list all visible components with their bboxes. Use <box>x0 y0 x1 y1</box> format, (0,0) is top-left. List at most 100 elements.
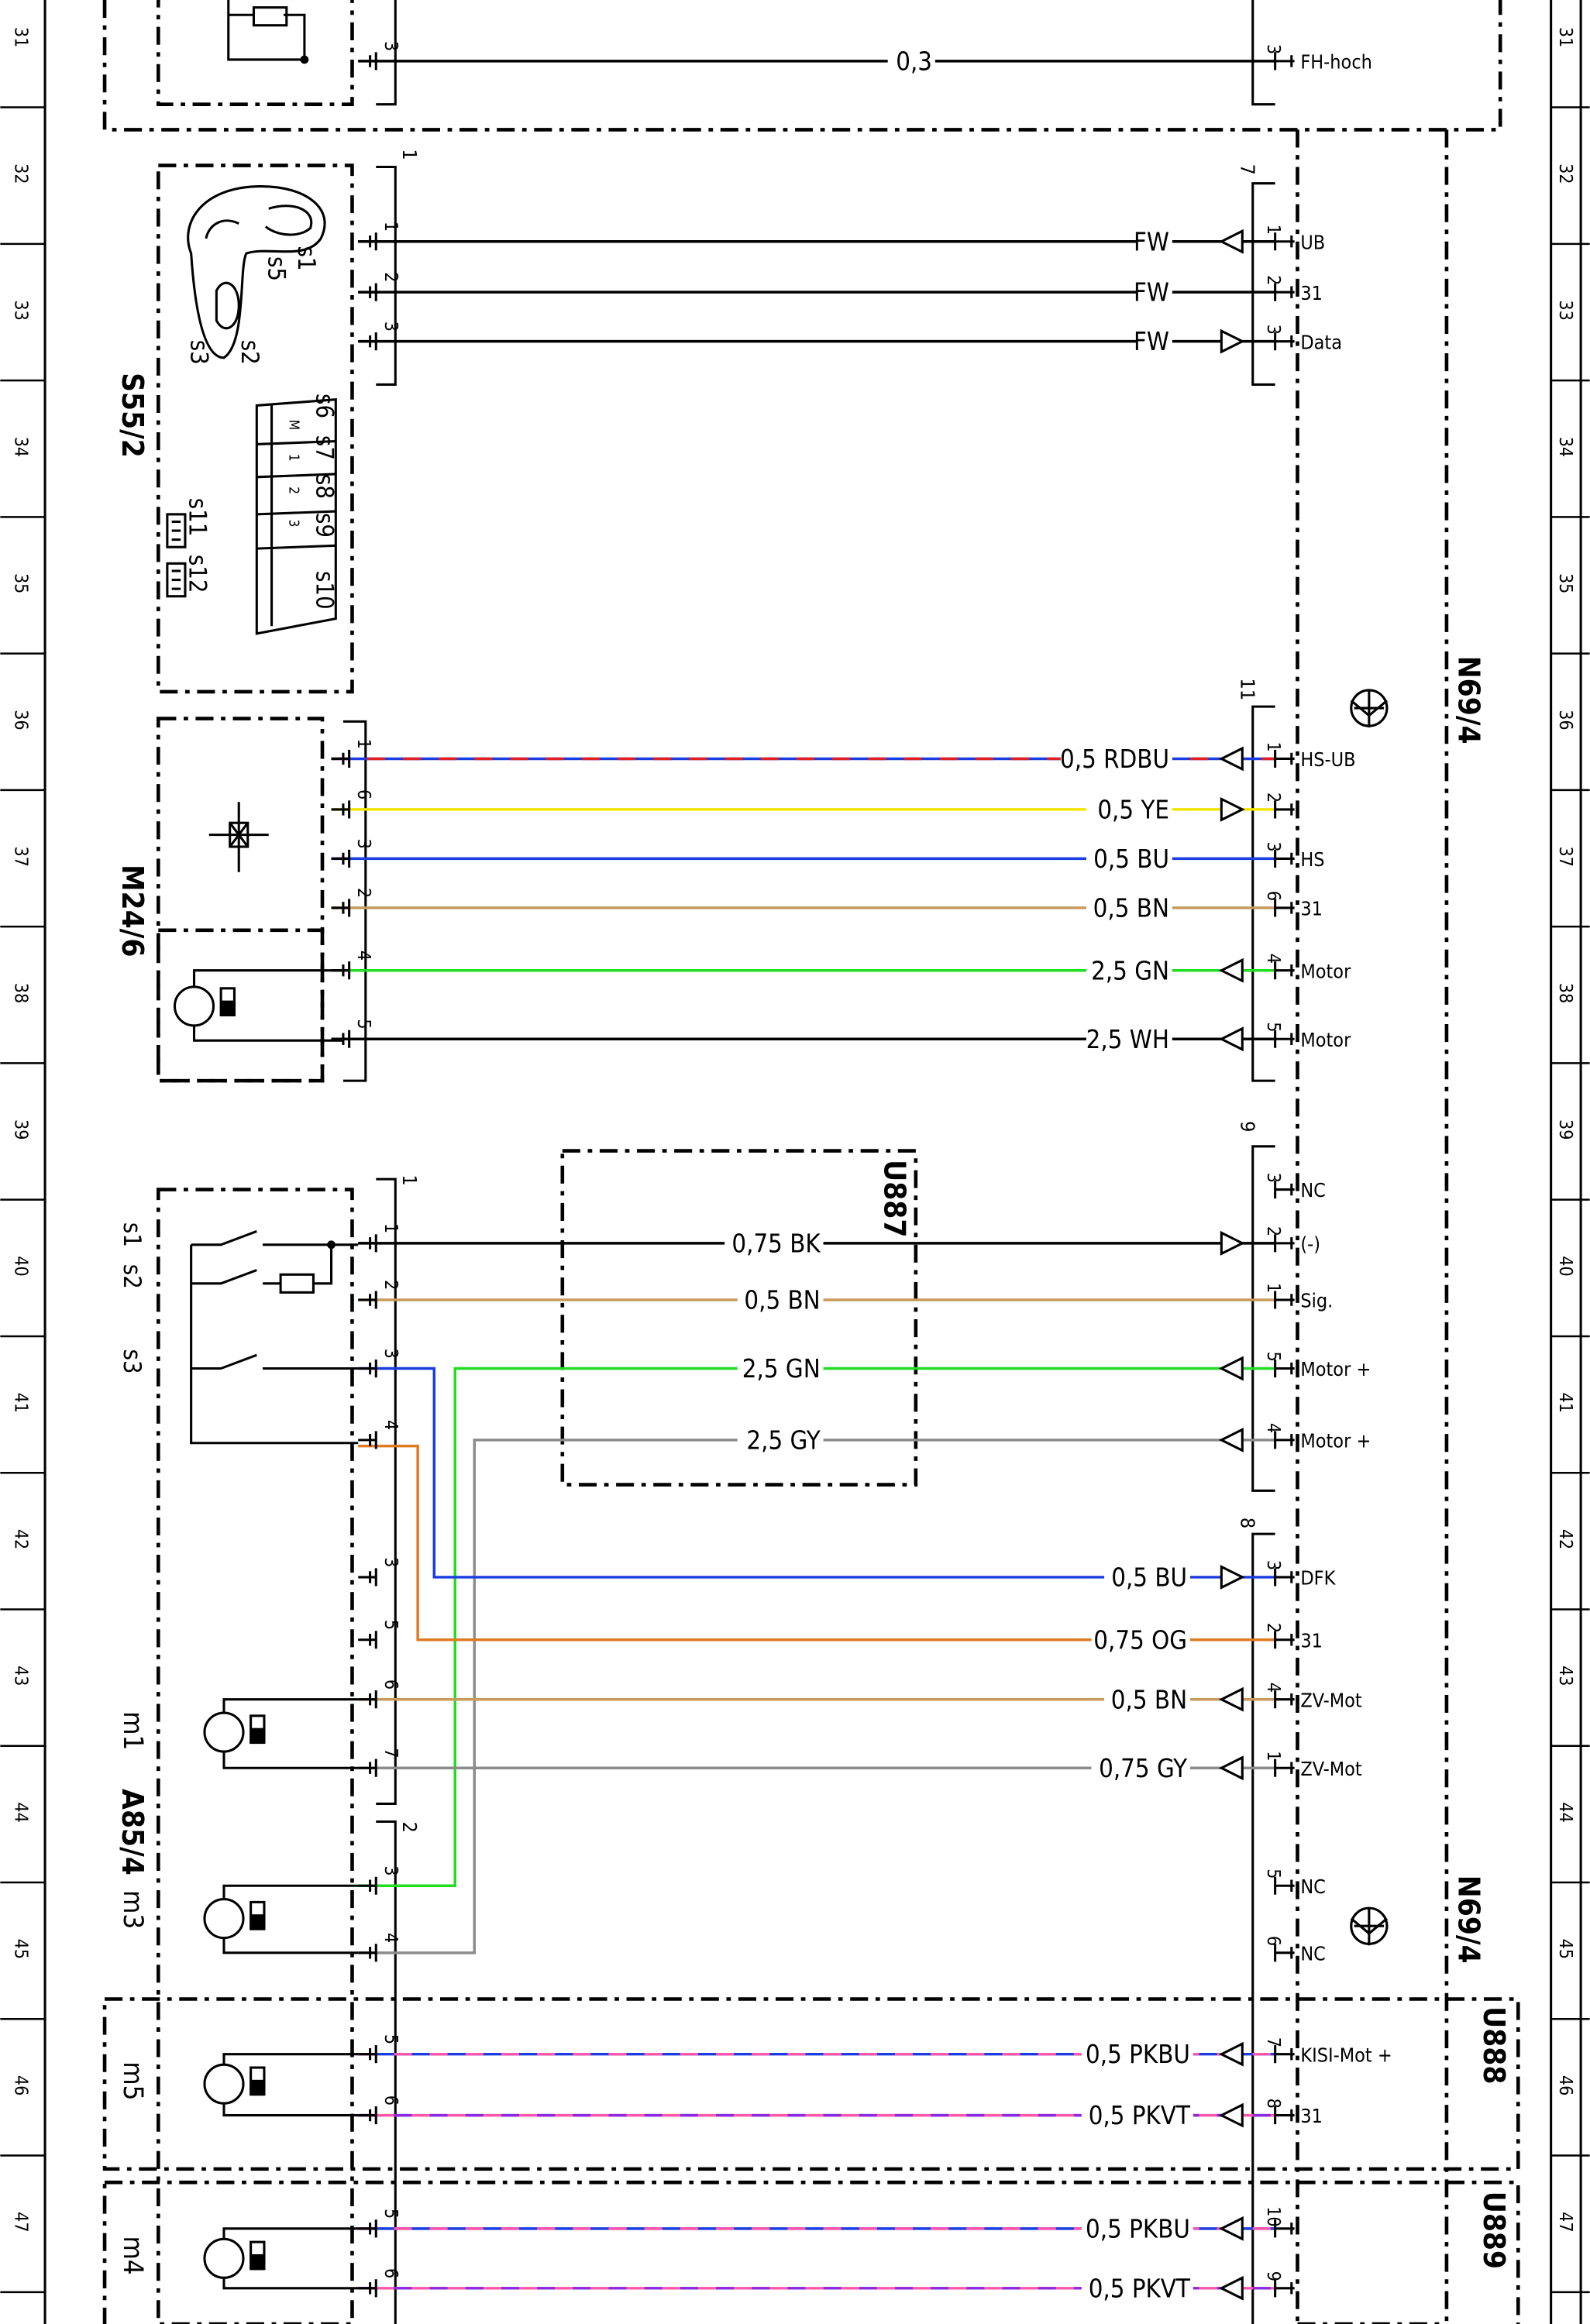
pin-number: 1 <box>1263 1283 1283 1293</box>
pin-number: 1 <box>380 222 401 232</box>
pin-number: 4 <box>353 951 373 961</box>
pin-number: 2 <box>1263 1226 1283 1236</box>
signal-arrow <box>1218 2275 1244 2301</box>
wire-label: 0,5 RDBU <box>1060 744 1169 774</box>
grid-row-label-right: 44 <box>1555 1802 1575 1822</box>
signal-arrow <box>1218 1026 1244 1052</box>
pin-right: 9 <box>1263 2271 1295 2298</box>
signal-name: (-) <box>1300 1232 1320 1255</box>
grid-row-label-right: 37 <box>1555 846 1575 866</box>
grid-row-label-left: 33 <box>11 300 31 320</box>
pin-number: 1 <box>1263 741 1283 751</box>
pin-number: 4 <box>380 1420 401 1430</box>
signal-name: NC <box>1300 1179 1326 1202</box>
motor-m3-icon <box>203 1884 359 1954</box>
pin-number: 2 <box>1263 275 1283 285</box>
pin-number: 2 <box>353 888 373 898</box>
grid-row-label-right: 45 <box>1555 1939 1575 1959</box>
pin-right: 10 <box>1263 2206 1295 2238</box>
pin-right: 1ZV-Mot <box>1263 1751 1362 1780</box>
grid-row-label-right: 36 <box>1555 710 1575 730</box>
frame-u888 <box>102 1997 1520 2171</box>
pin-left: 6 <box>331 789 373 819</box>
connector-right-31 <box>1251 0 1275 106</box>
signal-arrow <box>1218 229 1244 254</box>
wire-label: 2,5 GN <box>1091 956 1169 985</box>
wire-label: 0,75 GY <box>1099 1754 1188 1783</box>
wire-label: FW <box>1134 278 1169 308</box>
component-label-u888: U888 <box>1476 2006 1511 2084</box>
signal-arrow <box>1220 1564 1245 1590</box>
pin-number: 6 <box>380 1679 401 1690</box>
switch-label-s2: s2 <box>236 340 263 365</box>
wire: 2,5 GY <box>358 1425 1275 1954</box>
grid-row-label-left: 41 <box>11 1393 31 1413</box>
pin-left: 4 <box>331 951 373 980</box>
connector-right-n69-9 <box>1251 1145 1275 1492</box>
grid-row-label-right: 47 <box>1555 2212 1575 2232</box>
signal-name: NC <box>1300 1942 1326 1965</box>
frame-top-left-inner <box>157 0 354 107</box>
pin-number: 8 <box>1263 2099 1283 2109</box>
motor-label-m4: m4 <box>117 2236 148 2274</box>
pin-right: 6NC <box>1263 1936 1326 1965</box>
pin-left: 4 <box>358 1933 401 1962</box>
grid-row-label-left: 42 <box>11 1529 31 1549</box>
wire-line <box>358 1439 1275 1954</box>
signal-arrow <box>1220 1230 1245 1256</box>
motor-m4-icon <box>203 2227 359 2290</box>
pin-number: 9 <box>1263 2271 1283 2281</box>
wire-label: 0,5 BN <box>1111 1685 1187 1714</box>
wire: 2,5 WH <box>331 1024 1275 1054</box>
memory-panel-icon <box>255 398 337 635</box>
frame-u887 <box>560 1149 918 1487</box>
grid-row-label-left: 35 <box>11 573 31 593</box>
pin-right: 231 <box>1263 1623 1323 1652</box>
pin-left: 5 <box>358 2034 401 2064</box>
wire-label: FW <box>1134 227 1169 256</box>
grid-row-label-left: 34 <box>11 437 31 457</box>
pin-number: 3 <box>380 1865 401 1875</box>
signal-name: Sig. <box>1300 1290 1333 1312</box>
grid-row-label-left: 37 <box>11 846 31 866</box>
motor-label-m5: m5 <box>117 2061 148 2100</box>
pin-number: 5 <box>380 2209 401 2219</box>
valve-symbol <box>208 802 269 872</box>
signal-arrow <box>1218 1427 1244 1452</box>
pin-right: 5NC <box>1263 1868 1326 1898</box>
connector-left-a85-2 <box>376 1820 397 2324</box>
wire: 0,5 PKVT <box>358 2100 1275 2130</box>
pin-number: 1 <box>1263 225 1283 235</box>
signal-name: KISI-Mot + <box>1300 2044 1392 2066</box>
pin-left: 1 <box>331 739 373 768</box>
pin-left: 1 <box>358 1223 401 1253</box>
signal-name: Data <box>1300 331 1342 353</box>
signal-arrow <box>1218 1755 1244 1781</box>
pin-number: 4 <box>1263 1423 1283 1433</box>
grid-row-label-left: 44 <box>11 1802 31 1822</box>
signal-name: FH-hoch <box>1300 51 1372 74</box>
wire: 0,3 <box>358 46 1275 76</box>
switch-label-s12: s12 <box>184 555 212 593</box>
wire: 0,75 OG <box>358 1444 1275 1655</box>
signal-name: DFK <box>1300 1567 1336 1590</box>
pin-number: 3 <box>380 1349 401 1359</box>
component-label-n69-4-lower: N69/4 <box>1451 1875 1485 1964</box>
grid-row-label-right: 39 <box>1555 1119 1575 1140</box>
seat-switch-icon <box>187 184 326 359</box>
grid-row-label-left: 40 <box>11 1256 31 1276</box>
seat-menu-label: 1 <box>286 454 301 462</box>
switch-label-a-s3: s3 <box>118 1349 146 1374</box>
pin-right: 1HS-UB <box>1263 741 1356 771</box>
pin-left: 4 <box>358 1420 401 1449</box>
switch-label-s3: s3 <box>185 340 213 365</box>
pin-right: 631 <box>1263 891 1323 920</box>
connector-number: 8 <box>1236 1518 1258 1528</box>
pin-right: 2 (-) <box>1263 1226 1320 1256</box>
grid-row-label-right: 42 <box>1555 1529 1575 1549</box>
pin-number: 3 <box>380 1557 401 1567</box>
signal-name: ZV-Mot <box>1300 1689 1362 1711</box>
